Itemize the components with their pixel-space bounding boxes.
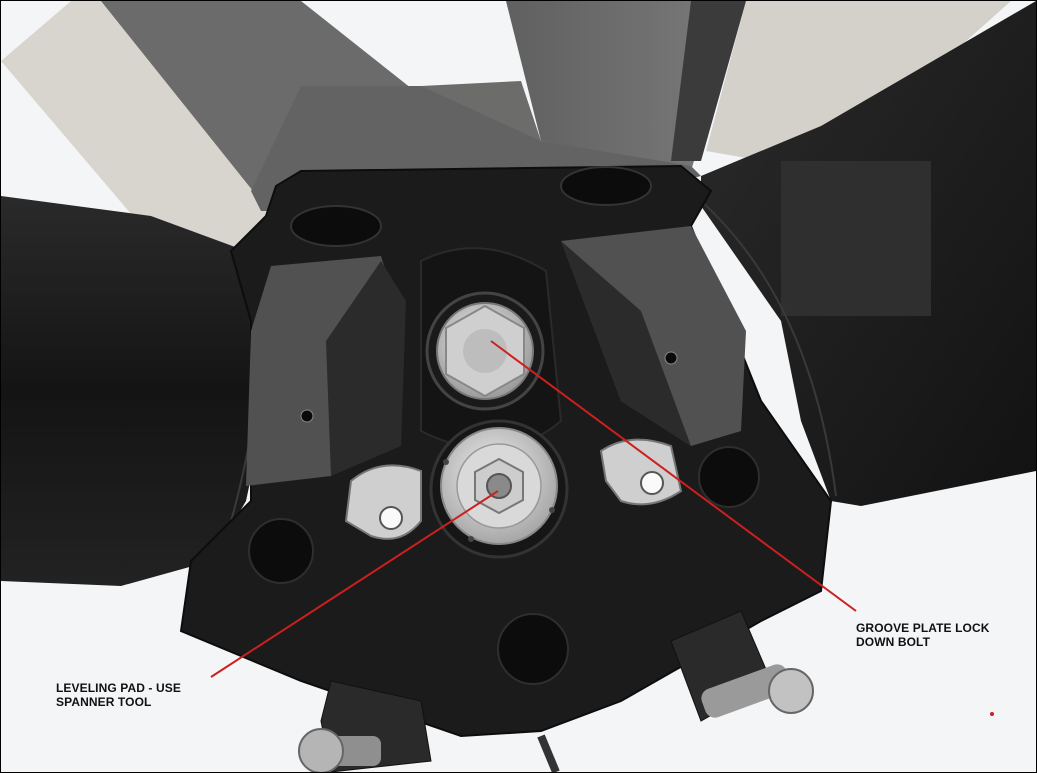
side-clamps: [344, 438, 683, 540]
pocket-right-shade: [561, 241, 691, 446]
spanner-notch-3: [468, 536, 474, 542]
spanner-notch-2: [549, 507, 555, 513]
screw-hole-left: [300, 409, 314, 423]
leader-line-leveling-pad: [210, 490, 499, 678]
upper-hole-left: [290, 205, 382, 247]
leader-line-lock-bolt: [490, 340, 857, 612]
upper-hole-right: [560, 166, 652, 206]
pocket-right: [561, 226, 746, 446]
lower-hole-right: [698, 446, 760, 508]
lower-hole-bottom: [497, 613, 569, 685]
spanner-notch-1: [443, 459, 449, 465]
screw-hole-right: [664, 351, 678, 365]
lock-bolt-head: [463, 329, 507, 373]
callout-pad-line2: SPANNER TOOL: [56, 695, 152, 709]
callout-groove-plate-lock-down-bolt: GROOVE PLATE LOCK DOWN BOLT: [856, 621, 1036, 649]
beam-light-right: [706, 1, 1011, 171]
clamp-left: [344, 464, 422, 540]
callout-leveling-pad: LEVELING PAD - USE SPANNER TOOL: [56, 681, 226, 709]
adjuster-knob-right: [768, 668, 814, 714]
callout-lock-line2: DOWN BOLT: [856, 635, 930, 649]
pocket-left-shade: [326, 261, 406, 476]
dark-panel: [781, 161, 931, 316]
beam-dark-edge-right: [671, 1, 746, 161]
threaded-rod: [537, 734, 560, 772]
leveling-pad: [429, 419, 569, 559]
groove-plate: [420, 247, 563, 450]
callout-pad-line1: LEVELING PAD - USE: [56, 681, 181, 695]
callout-lock-line1: GROOVE PLATE LOCK: [856, 621, 990, 635]
bottom-adjusters: [298, 610, 814, 772]
adjuster-knob-left: [298, 728, 344, 772]
marker-dot: [990, 712, 994, 716]
lower-hole-left: [248, 518, 314, 584]
right-tube: [700, 1, 1036, 506]
